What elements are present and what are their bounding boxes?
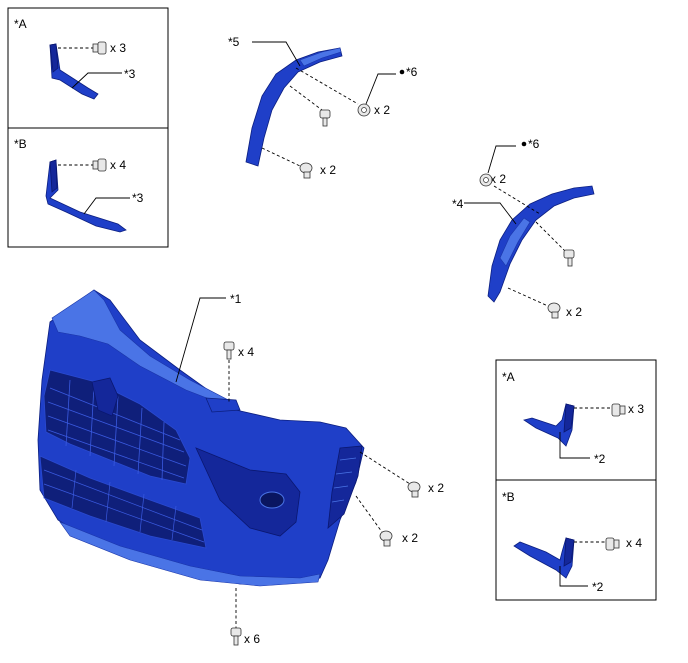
leader-dashed xyxy=(295,67,359,105)
part-label: *3 xyxy=(132,191,144,205)
bolt-icon xyxy=(319,109,331,127)
clip-icon xyxy=(299,162,313,179)
bracket-part-3b xyxy=(45,159,127,233)
leader-line xyxy=(464,202,517,225)
leader-line xyxy=(487,145,516,174)
leader-dashed xyxy=(359,451,411,485)
detail-box-right: *A x 3 *2 *B x 4 *2 xyxy=(495,359,657,601)
bolt-icon xyxy=(605,537,620,551)
bolt-icon xyxy=(611,403,626,417)
lower-grille-mesh xyxy=(43,469,205,543)
leader-dashed xyxy=(261,147,301,167)
bolt-icon xyxy=(230,627,242,646)
fender-moulding-part-4 xyxy=(487,185,595,303)
side-vent-slats xyxy=(331,457,357,503)
detail-box-left: *A x 3 *3 *B x 4 *3 xyxy=(7,7,169,248)
part-label: *1 xyxy=(230,292,242,306)
fastener-count: x 6 xyxy=(244,632,260,646)
fastener-count: x 4 xyxy=(626,536,642,550)
fastener-count: x 4 xyxy=(238,345,254,359)
clip-icon xyxy=(379,530,393,547)
marker-label: *6 xyxy=(528,137,540,151)
detail-box-frame xyxy=(7,7,169,248)
bracket-part-3a xyxy=(49,43,99,100)
bracket-part-2b xyxy=(513,537,575,579)
detail-tag-b: *B xyxy=(14,137,27,151)
leader-line xyxy=(365,73,396,105)
grille-mesh xyxy=(47,379,187,481)
fastener-count: x 3 xyxy=(628,402,644,416)
part-label: *2 xyxy=(594,452,606,466)
leader-line xyxy=(252,41,301,67)
fastener-count: x 3 xyxy=(110,41,126,55)
part-label: *4 xyxy=(452,197,464,211)
leader-dashed xyxy=(355,495,383,533)
clip-icon xyxy=(407,481,421,498)
detail-tag-b: *B xyxy=(502,490,515,504)
leader-dashed xyxy=(493,185,541,215)
bolt-icon xyxy=(92,41,107,55)
fastener-count: x 2 xyxy=(428,481,444,495)
leader-line xyxy=(175,297,226,383)
leader-dashed xyxy=(507,287,549,307)
fastener-count: x 2 xyxy=(320,163,336,177)
fastener-count: x 4 xyxy=(110,158,126,172)
fog-lamp-opening xyxy=(259,491,285,509)
leader-dashed xyxy=(289,85,323,111)
leader-line xyxy=(71,72,122,89)
front-bumper-part-1 xyxy=(37,289,365,587)
marker-label: *6 xyxy=(406,65,418,79)
leader-line xyxy=(559,432,590,459)
bracket-part-2a xyxy=(523,403,575,447)
nut-icon xyxy=(357,103,371,117)
leader-dashed xyxy=(535,221,567,253)
fastener-count: x 2 xyxy=(490,172,506,186)
part-label: *3 xyxy=(124,67,136,81)
fastener-count: x 2 xyxy=(566,305,582,319)
fastener-count: x 2 xyxy=(402,531,418,545)
fastener-count: x 2 xyxy=(374,103,390,117)
part-label: *5 xyxy=(228,35,240,49)
bullet-dot-icon xyxy=(521,141,527,147)
leader-line xyxy=(559,566,588,587)
detail-tag-a: *A xyxy=(502,370,515,384)
bolt-icon xyxy=(563,249,575,267)
bolt-icon xyxy=(223,341,235,360)
detail-tag-a: *A xyxy=(14,17,27,31)
bolt-icon xyxy=(92,158,107,172)
bullet-dot-icon xyxy=(399,69,405,75)
leader-line xyxy=(83,197,130,215)
fender-moulding-part-5 xyxy=(245,47,343,167)
part-label: *2 xyxy=(592,580,604,594)
nut-icon xyxy=(479,173,493,187)
clip-icon xyxy=(547,302,561,319)
